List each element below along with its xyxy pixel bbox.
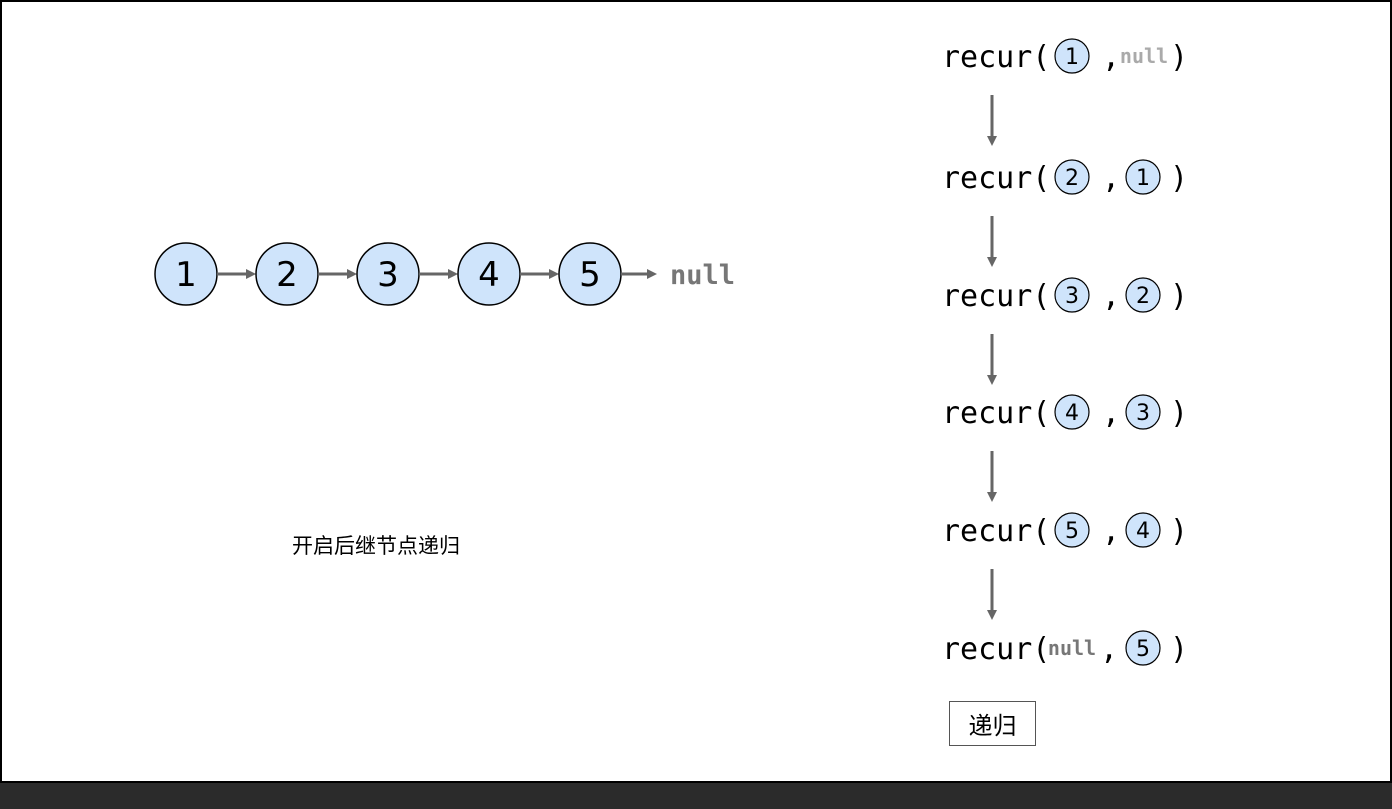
call-fn: recur( <box>942 161 1050 196</box>
call-fn: recur( <box>942 279 1050 314</box>
null-arg: null <box>1048 636 1096 660</box>
call-sep: , <box>1102 40 1120 75</box>
arg-node-circle <box>1054 512 1090 548</box>
call-sep: , <box>1102 161 1120 196</box>
node-value: 1 <box>175 255 197 295</box>
arg-node-value: 4 <box>1065 401 1079 426</box>
list-node: 1 <box>154 242 218 306</box>
node-value: 4 <box>478 255 500 295</box>
arg-node-value: 5 <box>1136 637 1150 662</box>
call-close: ) <box>1170 514 1188 549</box>
arg-node-value: 2 <box>1136 284 1150 309</box>
node-value: 5 <box>579 255 601 295</box>
arg-node-value: 1 <box>1065 45 1079 70</box>
step-caption: 开启后继节点递归 <box>292 534 460 558</box>
call-sep: , <box>1102 396 1120 431</box>
list-node: 4 <box>457 242 521 306</box>
recur-call: recur(null, 5) <box>942 630 1188 667</box>
arg-node-circle <box>1054 394 1090 430</box>
next-arrow-head <box>246 269 256 279</box>
call-arrow-head <box>987 610 997 620</box>
arg-node-value: 2 <box>1065 166 1079 191</box>
list-tail-null: null <box>670 260 735 291</box>
recur-call: recur( 4, 3) <box>942 394 1188 431</box>
call-arrow-head <box>987 136 997 146</box>
call-close: ) <box>1170 40 1188 75</box>
call-fn: recur( <box>942 396 1050 431</box>
arg-node-value: 4 <box>1136 519 1150 544</box>
list-node: 3 <box>356 242 420 306</box>
list-node: 5 <box>558 242 622 306</box>
node-value: 2 <box>276 255 298 295</box>
arg-node-circle <box>1054 38 1090 74</box>
arg-node-value: 3 <box>1065 284 1079 309</box>
next-arrow-head <box>647 269 657 279</box>
arg-node-circle <box>1125 159 1161 195</box>
call-close: ) <box>1170 161 1188 196</box>
call-arrow-head <box>987 375 997 385</box>
recur-call: recur( 5, 4) <box>942 512 1188 549</box>
next-arrow-head <box>549 269 559 279</box>
arg-node-circle <box>1054 159 1090 195</box>
arg-node-circle <box>1125 630 1161 666</box>
recur-call: recur( 3, 2) <box>942 277 1188 314</box>
arg-node-value: 5 <box>1065 519 1079 544</box>
call-sep: , <box>1102 279 1120 314</box>
next-arrow-head <box>347 269 357 279</box>
call-arrow-head <box>987 257 997 267</box>
arg-node-circle <box>1125 394 1161 430</box>
call-close: ) <box>1170 396 1188 431</box>
call-sep: , <box>1102 514 1120 549</box>
recur-call: recur( 2, 1) <box>942 159 1188 196</box>
arg-node-circle <box>1054 277 1090 313</box>
arg-node-circle <box>1125 512 1161 548</box>
call-close: ) <box>1170 279 1188 314</box>
call-fn: recur( <box>942 514 1050 549</box>
arg-node-value: 3 <box>1136 401 1150 426</box>
arg-node-circle <box>1125 277 1161 313</box>
call-fn: recur( <box>942 40 1050 75</box>
recur-call: recur( 1,null) <box>942 38 1188 75</box>
call-close: ) <box>1170 632 1188 667</box>
node-value: 3 <box>377 255 399 295</box>
list-node: 2 <box>255 242 319 306</box>
null-arg: null <box>1120 44 1168 68</box>
call-sep: , <box>1100 632 1118 667</box>
call-fn: recur( <box>942 632 1050 667</box>
next-arrow-head <box>448 269 458 279</box>
arg-node-value: 1 <box>1136 166 1150 191</box>
call-arrow-head <box>987 492 997 502</box>
recur-button[interactable]: 递归 <box>949 701 1036 746</box>
